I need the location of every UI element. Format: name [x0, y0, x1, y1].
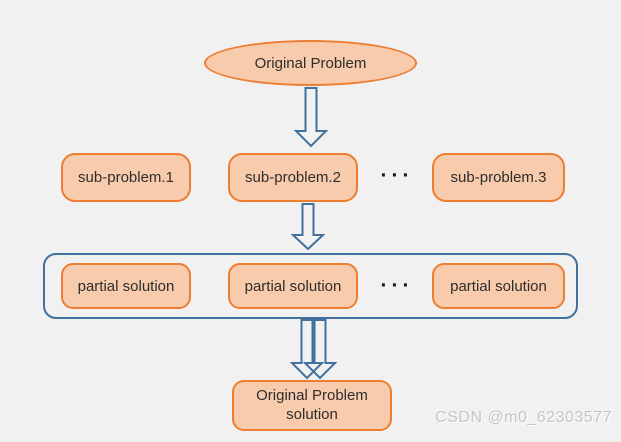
partial-solution-1-label: partial solution — [77, 277, 175, 295]
partial-solutions-group — [43, 253, 578, 319]
original-problem-solution-node: Original Problem solution — [232, 380, 392, 431]
original-problem-solution-label: Original Problem solution — [256, 386, 368, 423]
partial-solution-2-label: partial solution — [244, 277, 342, 295]
sub-problem-2-label: sub-problem.2 — [245, 169, 341, 186]
original-problem-node: Original Problem — [204, 40, 417, 86]
double-down-arrow-icon — [290, 319, 338, 380]
sub-problem-3-label: sub-problem.3 — [450, 169, 547, 186]
sub-problems-ellipsis: ··· — [380, 164, 414, 187]
partial-solutions-ellipsis: ··· — [380, 274, 414, 297]
original-problem-label: Original Problem — [254, 54, 367, 72]
sub-problem-1-label: sub-problem.1 — [78, 169, 174, 186]
sub-problem-2-node: sub-problem.2 — [228, 153, 358, 202]
partial-solution-3-label: partial solution — [450, 277, 547, 295]
partial-solution-1-node: partial solution — [61, 263, 191, 309]
watermark-text: CSDN @m0_62303577 — [435, 409, 612, 426]
sub-problem-3-node: sub-problem.3 — [432, 153, 565, 202]
partial-solution-2-node: partial solution — [228, 263, 358, 309]
down-arrow-icon — [291, 203, 325, 251]
sub-problem-1-node: sub-problem.1 — [61, 153, 191, 202]
partial-solution-3-node: partial solution — [432, 263, 565, 309]
down-arrow-icon — [294, 87, 328, 148]
